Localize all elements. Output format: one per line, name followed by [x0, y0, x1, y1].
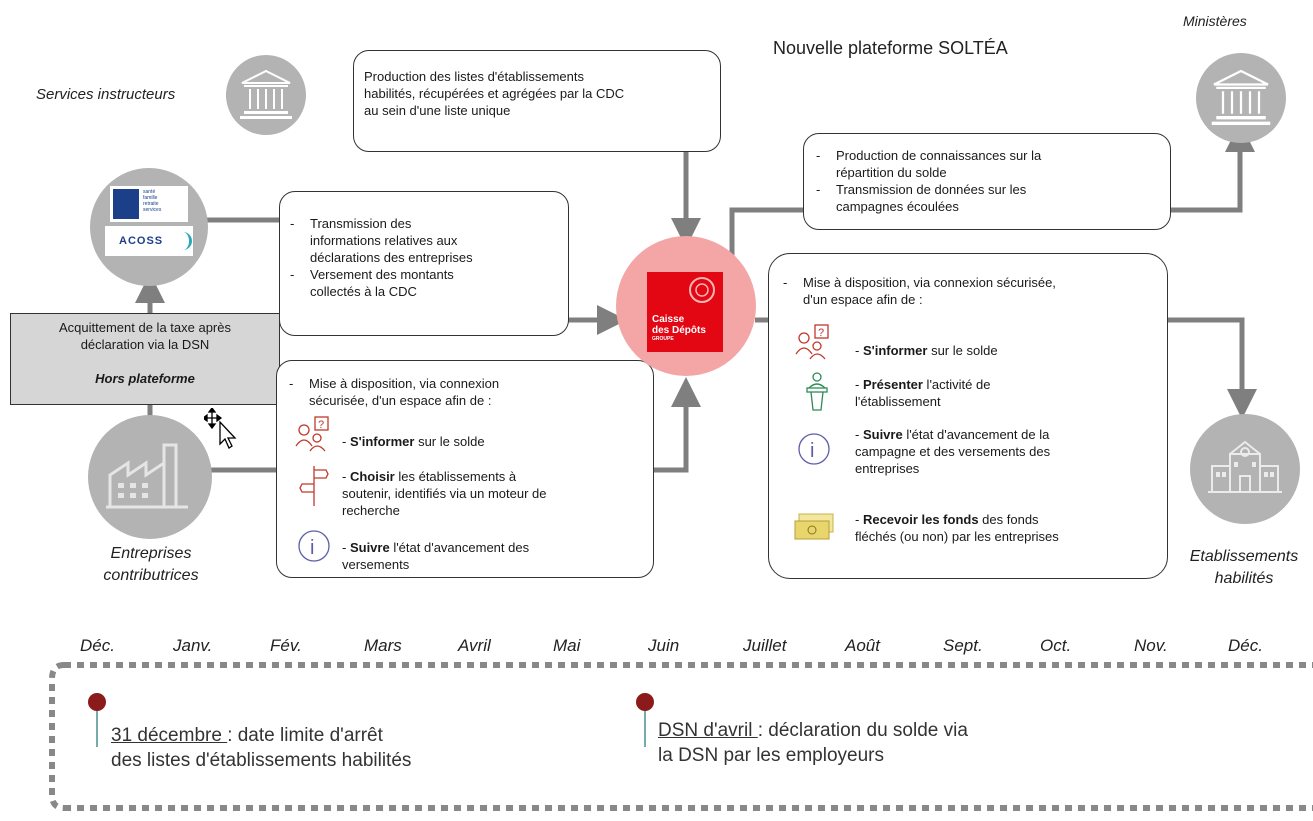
acoss-logo: ACOSS [105, 226, 193, 256]
arrow-etab-to-etablissements [1168, 317, 1257, 419]
services-label: Services instructeurs [36, 86, 176, 103]
etab-espace-box: - Mise à disposition, via connexion sécu… [768, 253, 1168, 579]
people-question-icon: ? [295, 416, 333, 456]
acquittement-box: Acquittement de la taxe après déclaratio… [10, 313, 280, 405]
month-label: Oct. [1040, 636, 1072, 655]
platform-title: Nouvelle plateforme SOLTÉA [773, 38, 1008, 58]
month-label: Sept. [943, 636, 983, 655]
signpost-icon [299, 464, 329, 512]
ministeres-label: Ministères [1183, 13, 1247, 29]
month-label: Mai [553, 636, 581, 655]
svg-text:i: i [810, 440, 814, 462]
info-circle-icon: i [297, 529, 331, 567]
ministeres-bank-icon [1196, 53, 1286, 148]
factory-icon [88, 415, 212, 544]
s-informer-row: - S'informer sur le solde [342, 434, 485, 449]
people-question-icon: ? [795, 324, 833, 364]
choisir-row: - Choisir les établissements à soutenir,… [342, 469, 547, 518]
money-icon [793, 512, 835, 546]
month-label: Déc. [80, 636, 115, 655]
cdc-logo: Caisse des Dépôts GROUPE [614, 234, 758, 383]
entreprises-espace-box: - Mise à disposition, via connexion sécu… [276, 360, 654, 578]
month-label: Janv. [173, 636, 213, 655]
info-circle-icon: i [797, 432, 831, 470]
msa-logo: santé famille retraite services [110, 186, 188, 222]
timeline-marker-avril [636, 693, 654, 711]
etablissements-label: Etablissements habilités [1189, 548, 1299, 587]
timeline-marker-dec [88, 693, 106, 711]
month-label: Juin [648, 636, 680, 655]
podium-speaker-icon [805, 372, 829, 416]
suivre-row: - Suivre l'état d'avancement des verseme… [342, 540, 530, 572]
month-label: Nov. [1134, 636, 1168, 655]
acoss-swoosh-icon [177, 232, 192, 250]
month-label: Juillet [743, 636, 787, 655]
connaissances-box: - Production de connaissances sur la rép… [803, 133, 1171, 230]
bank-icon [226, 55, 306, 140]
timeline-event-dec: 31 décembre : date limite d'arrêt des li… [111, 725, 412, 771]
arrow-connaissances-to-ministeres [1170, 122, 1255, 213]
svg-text:i: i [310, 537, 314, 559]
month-label: Avril [458, 636, 491, 655]
month-label: Août [845, 636, 880, 655]
school-building-icon [1190, 414, 1300, 529]
entreprises-label: Entreprises contributrices [103, 545, 199, 584]
month-label: Mars [364, 636, 402, 655]
production-listes-box: Production des listes d'établissements h… [353, 50, 721, 152]
timeline-band [49, 662, 1313, 811]
month-label: Déc. [1228, 636, 1263, 655]
msa-mark-icon [113, 189, 139, 219]
move-cursor-icon [201, 406, 240, 455]
transmission-box: - Transmission des informations relative… [279, 191, 569, 336]
svg-text:?: ? [318, 419, 324, 431]
month-label: Fév. [270, 636, 302, 655]
svg-text:?: ? [818, 327, 824, 339]
timeline-event-avril: DSN d'avril : déclaration du solde via l… [658, 720, 968, 766]
arrow-entreprises-to-cdc [654, 377, 701, 473]
